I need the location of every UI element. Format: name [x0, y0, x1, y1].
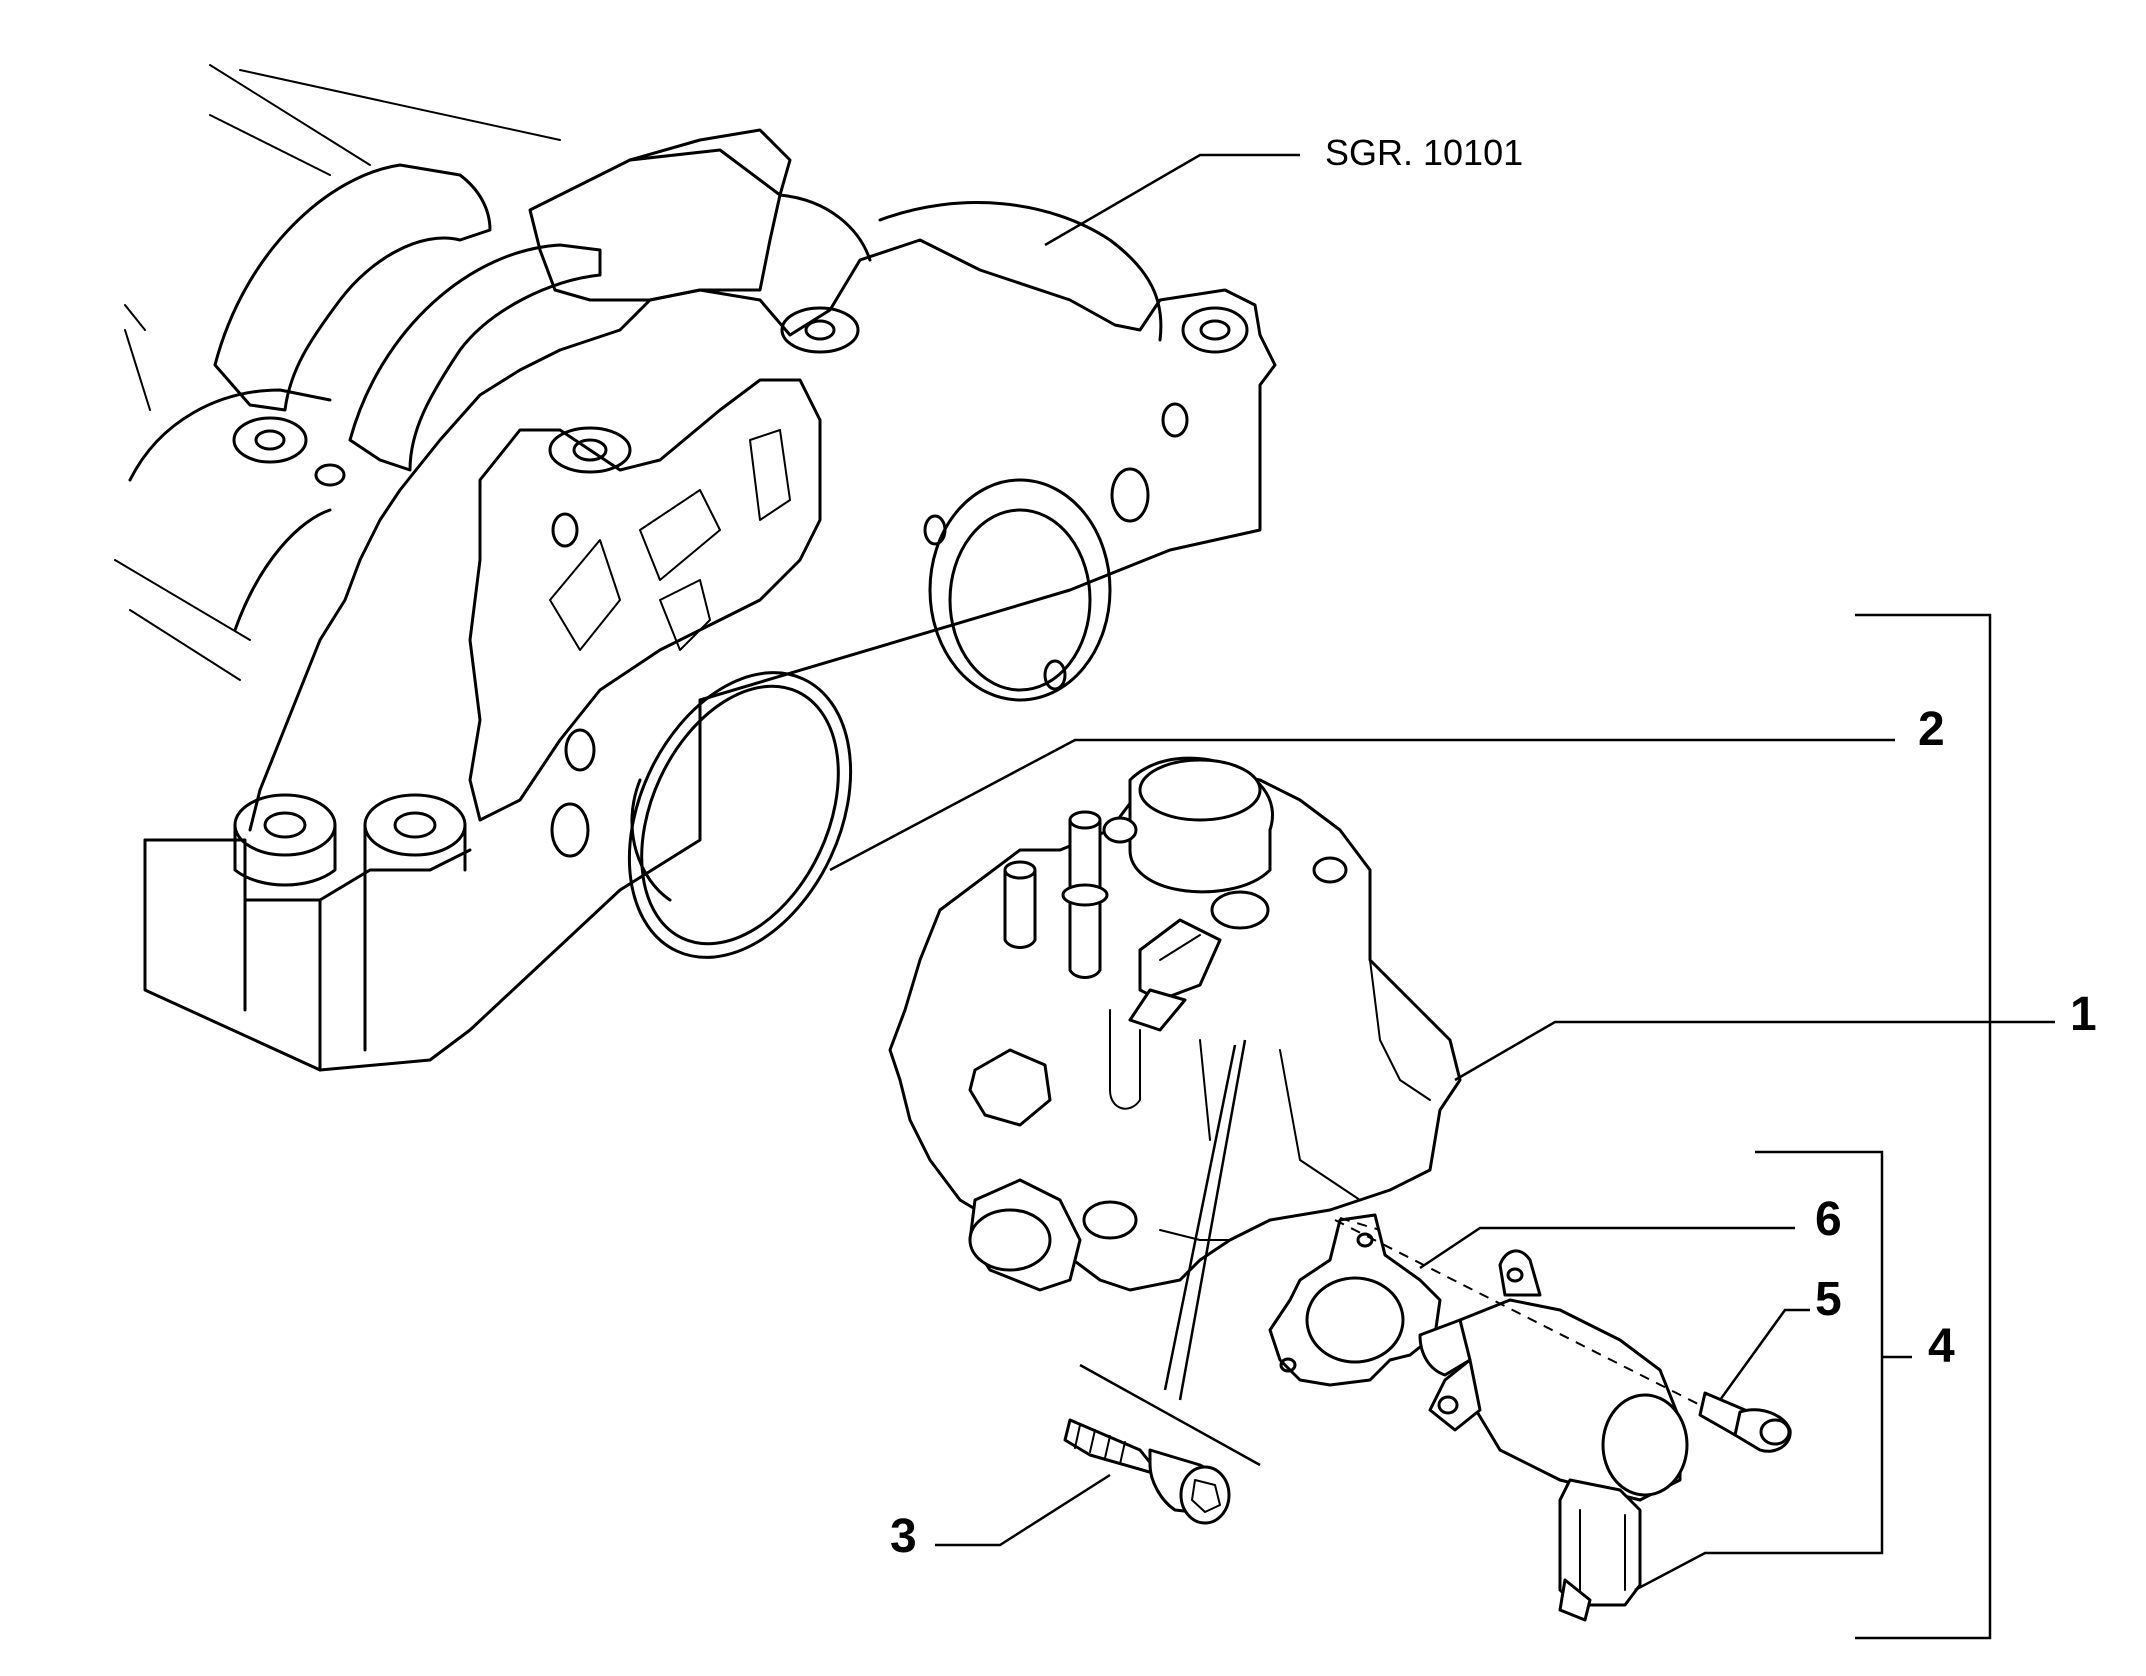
- callout-2-leader: [829, 738, 1895, 872]
- group-bracket-main: [1855, 613, 1992, 1640]
- screw-guide-line-3: [1178, 1039, 1247, 1401]
- screw-guide-line-2: [1163, 1044, 1237, 1391]
- fixing-screw: [1063, 1418, 1231, 1525]
- pressure-regulator: [1418, 1249, 1689, 1622]
- screw-guide-line: [1079, 1363, 1261, 1467]
- reference-code: SGR. 10101: [1325, 132, 1523, 173]
- flange-gasket: [1268, 1213, 1442, 1387]
- callout-3: 3: [890, 1510, 917, 1563]
- reference-leader: [1044, 153, 1300, 247]
- callout-3-leader: [935, 1473, 1111, 1547]
- alignment-line-2: [1339, 1217, 1381, 1231]
- alignment-line: [1334, 1219, 1701, 1406]
- callout-6: 6: [1815, 1193, 1842, 1246]
- callout-1: 1: [2070, 988, 2097, 1041]
- group-bracket-sub: [1634, 1150, 1884, 1592]
- callout-6-leader: [1419, 1226, 1795, 1270]
- valve-screw: [1698, 1391, 1792, 1453]
- callout-5-leader: [1718, 1308, 1810, 1401]
- engine-block: [114, 64, 1277, 1072]
- high-pressure-pump: [888, 756, 1462, 1292]
- callout-4: 4: [1928, 1320, 1955, 1373]
- callout-2: 2: [1918, 703, 1945, 756]
- callout-1-leader: [1454, 1020, 2055, 1082]
- sealing-ring: [627, 671, 853, 959]
- callout-5: 5: [1815, 1273, 1842, 1326]
